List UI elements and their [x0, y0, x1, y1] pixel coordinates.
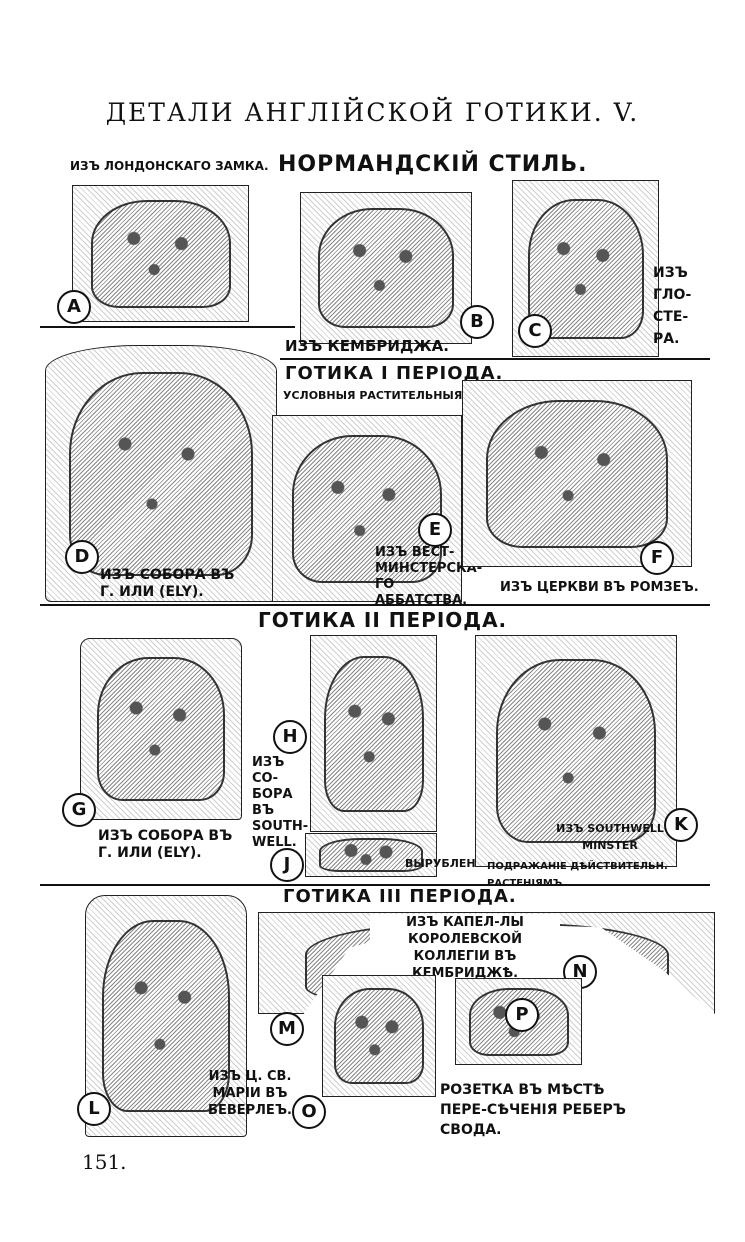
caption-n: ИЗЪ КАПЕЛ-ЛЫ КОРОЛЕВСКОЙ КОЛЛЕГІИ ВЪ КЕМ…	[370, 914, 560, 982]
caption-l: ИЗЪ Ц. СВ. МАРІИ ВЪ БЕВЕРЛЕЪ.	[208, 1069, 292, 1118]
page-title: ДЕТАЛИ АНГЛІЙСКОЙ ГОТИКИ. V.	[105, 98, 640, 127]
caption-c: ИЗЪ ГЛО-СТЕ-РА.	[653, 265, 692, 347]
section-heading-gothic-1: ГОТИКА I ПЕРІОДА.	[285, 363, 504, 384]
figure-label-h: H	[273, 720, 307, 754]
illustration-molding-j	[305, 833, 437, 877]
figure-label-f: F	[640, 541, 674, 575]
section-heading-gothic-2: ГОТИКА II ПЕРІОДА.	[258, 608, 508, 632]
figure-label-c: C	[518, 314, 552, 348]
page-number: 151.	[82, 1150, 127, 1174]
caption-k: ИЗЪ SOUTHWELL MINSTER	[556, 822, 664, 852]
illustration-capital-g	[80, 638, 242, 820]
divider	[40, 326, 295, 328]
caption-b: ИЗЪ КЕМБРИДЖА.	[285, 337, 449, 355]
illustration-foliage-h	[310, 635, 437, 832]
section-heading-norman: НОРМАНДСКІЙ СТИЛЬ.	[278, 152, 588, 177]
divider	[40, 604, 710, 606]
section-heading-gothic-3: ГОТИКА III ПЕРІОДА.	[283, 886, 517, 907]
illustration-boss-m	[322, 975, 436, 1097]
caption-f: ИЗЪ ЦЕРКВИ ВЪ РОМЗЕЪ.	[500, 580, 699, 595]
figure-label-p: P	[505, 998, 539, 1032]
figure-label-g: G	[62, 793, 96, 827]
caption-h: ИЗЪ СО-БОРА ВЪ SOUTH-WELL.	[252, 755, 309, 850]
caption-k-note: ПОДРАЖАНІЕ ДѢЙСТВИТЕЛЬН. РАСТЕНІЯМЪ.	[487, 861, 668, 889]
illustration-capital-l	[85, 895, 247, 1137]
caption-d: ИЗЪ СОБОРА ВЪ Г. ИЛИ (ELY).	[100, 567, 235, 600]
figure-label-a: A	[57, 290, 91, 324]
illustration-capital-f	[462, 380, 692, 567]
caption-g: ИЗЪ СОБОРА ВЪ Г. ИЛИ (ELY).	[98, 828, 233, 861]
illustration-spandrel-e	[272, 415, 462, 602]
figure-label-e: E	[418, 513, 452, 547]
illustration-capital-a	[72, 185, 249, 322]
figure-label-b: B	[460, 305, 494, 339]
caption-j: ВЫРУБЛЕНО.	[405, 857, 490, 870]
section-subheading-gothic-1: УСЛОВНЫЯ РАСТИТЕЛЬНЫЯ ФОРМЫ	[283, 389, 517, 402]
caption-e: ИЗЪ ВЕСТ-МИНСТЕРСКА-ГО АББАТСТВА.	[375, 545, 483, 608]
figure-label-k: K	[664, 808, 698, 842]
figure-label-d: D	[65, 540, 99, 574]
illustration-capital-c	[512, 180, 659, 357]
divider	[40, 884, 710, 886]
figure-label-m: M	[270, 1012, 304, 1046]
figure-label-l: L	[77, 1092, 111, 1126]
caption-p: РОЗЕТКА ВЪ МѢСТѢ ПЕРЕ-СѢЧЕНІЯ РЕБЕРЪ СВО…	[440, 1082, 626, 1138]
illustration-capital-d	[45, 345, 277, 602]
illustration-arcade-b	[300, 192, 472, 344]
illustration-capital-k	[475, 635, 677, 867]
caption-a: ИЗЪ ЛОНДОНСКАГО ЗАМКА.	[70, 159, 269, 173]
divider	[280, 358, 710, 360]
figure-label-j: J	[270, 848, 304, 882]
figure-label-o: O	[292, 1095, 326, 1129]
